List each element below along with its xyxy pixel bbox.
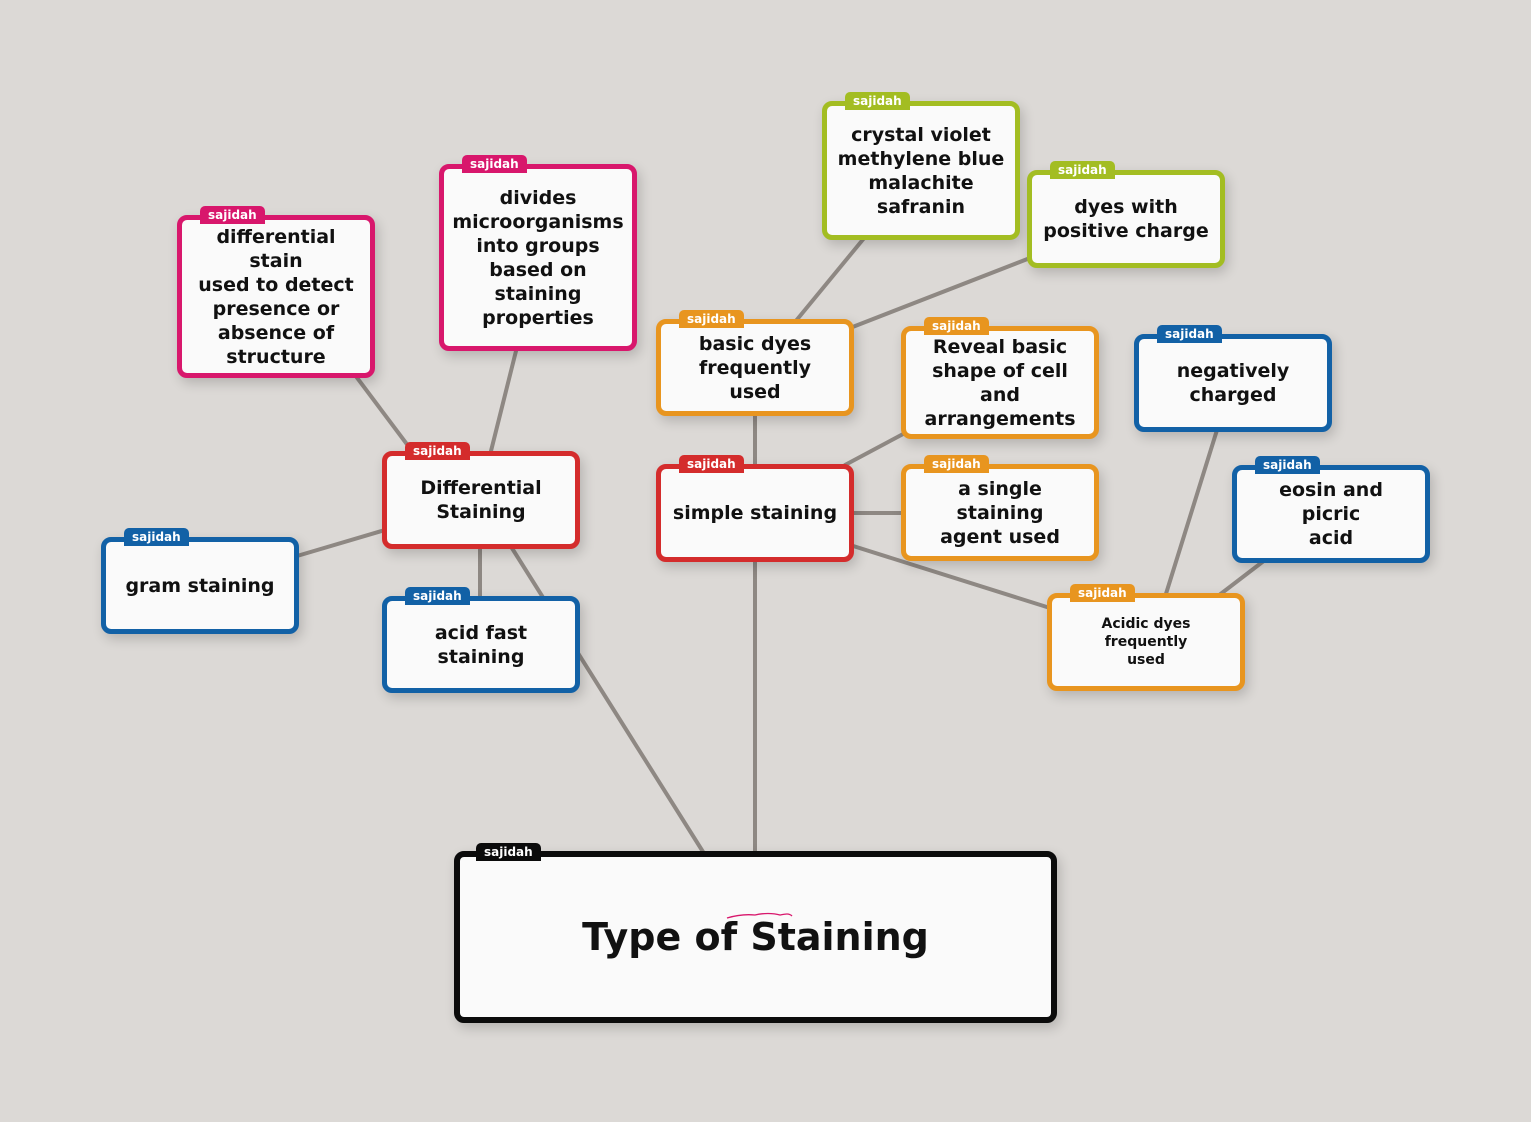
- node-label: dyes with positive charge: [1043, 196, 1209, 242]
- connector-diff-to-root: [508, 543, 707, 857]
- node-label: acid fast staining: [434, 621, 528, 668]
- node-label: differential stain used to detect presen…: [198, 225, 354, 368]
- node-reveal-basic-shape[interactable]: sajidah Reveal basic shape of cell and a…: [901, 317, 1099, 439]
- node-differential-staining[interactable]: sajidah Differential Staining: [382, 442, 580, 549]
- node-root-type-of-staining[interactable]: sajidah Type of Staining: [454, 843, 1057, 1023]
- connector-diff-to-desc: [353, 373, 417, 457]
- node-crystal-violet-list[interactable]: sajidah crystal violet methylene blue ma…: [822, 92, 1020, 240]
- node-label: basic dyes frequently used: [698, 332, 812, 403]
- author-tag: sajidah: [476, 843, 541, 861]
- node-label: a single staining agent used: [940, 477, 1060, 548]
- node-label: Acidic dyes frequently used: [1101, 616, 1191, 668]
- node-single-staining-agent[interactable]: sajidah a single staining agent used: [901, 455, 1099, 561]
- author-tag: sajidah: [405, 587, 470, 605]
- node-label: Differential Staining: [420, 477, 542, 523]
- node-label: Reveal basic shape of cell and arrangeme…: [924, 335, 1076, 430]
- author-tag: sajidah: [679, 310, 744, 328]
- connector-diff-to-gram: [295, 528, 387, 558]
- author-tag: sajidah: [845, 92, 910, 110]
- scribble-mark: [726, 912, 793, 919]
- connector-basic-to-crystal: [793, 235, 867, 324]
- connector-acidic-to-negative: [1163, 428, 1219, 599]
- connector-diff-to-divides: [488, 345, 519, 457]
- author-tag: sajidah: [462, 155, 527, 173]
- root-title: Type of Staining: [582, 915, 929, 959]
- author-tag: sajidah: [924, 455, 989, 473]
- node-acidic-dyes[interactable]: sajidah Acidic dyes frequently used: [1047, 584, 1245, 691]
- node-label: divides microorganisms into groups based…: [452, 186, 624, 329]
- node-gram-staining[interactable]: sajidah gram staining: [101, 528, 299, 634]
- node-differential-stain-description[interactable]: sajidah differential stain used to detec…: [177, 206, 375, 378]
- node-negatively-charged[interactable]: sajidah negatively charged: [1134, 325, 1332, 432]
- connector-simple-to-reveal: [843, 431, 907, 467]
- connector-basic-to-positive: [848, 256, 1032, 330]
- node-label: gram staining: [125, 574, 275, 597]
- author-tag: sajidah: [405, 442, 470, 460]
- node-basic-dyes[interactable]: sajidah basic dyes frequently used: [656, 310, 854, 416]
- node-label: eosin and picric acid: [1279, 479, 1383, 549]
- author-tag: sajidah: [679, 455, 744, 473]
- author-tag: sajidah: [1157, 325, 1222, 343]
- author-tag: sajidah: [924, 317, 989, 335]
- node-divides-microorganisms[interactable]: sajidah divides microorganisms into grou…: [439, 155, 637, 351]
- node-eosin-picric-acid[interactable]: sajidah eosin and picric acid: [1232, 456, 1430, 563]
- node-label: crystal violet methylene blue malachite …: [837, 123, 1005, 218]
- node-label: simple staining: [672, 502, 838, 524]
- author-tag: sajidah: [124, 528, 189, 546]
- author-tag: sajidah: [200, 206, 265, 224]
- author-tag: sajidah: [1070, 584, 1135, 602]
- node-simple-staining[interactable]: sajidah simple staining: [656, 455, 854, 562]
- node-positive-charge[interactable]: sajidah dyes with positive charge: [1027, 161, 1225, 268]
- author-tag: sajidah: [1050, 161, 1115, 179]
- connector-simple-to-acidic: [848, 543, 1052, 610]
- node-acid-fast-staining[interactable]: sajidah acid fast staining: [382, 587, 580, 693]
- author-tag: sajidah: [1255, 456, 1320, 474]
- node-label: negatively charged: [1176, 360, 1290, 406]
- connector-acidic-to-eosin: [1216, 558, 1267, 598]
